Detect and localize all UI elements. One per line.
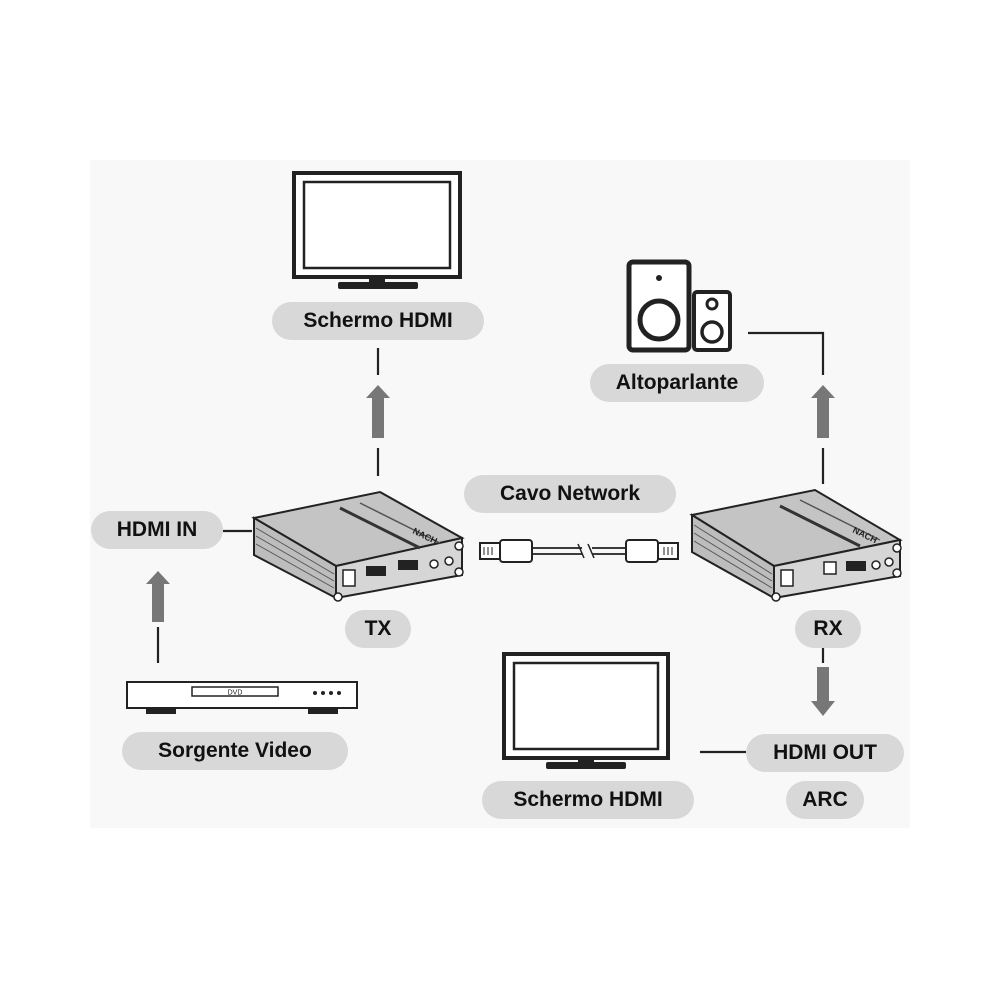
rx-device-icon: NACH — [689, 488, 903, 602]
arrow-to-hdmi-in — [146, 571, 170, 622]
tx-device-icon: NACH — [251, 490, 465, 602]
label-tx: TX — [345, 610, 411, 648]
label-top-screen: Schermo HDMI — [272, 302, 484, 340]
label-cable: Cavo Network — [464, 475, 676, 513]
label-rx: RX — [795, 610, 861, 648]
label-hdmi-out: HDMI OUT — [746, 734, 904, 772]
dvd-text: DVD — [228, 690, 243, 697]
top-monitor-icon — [292, 171, 462, 289]
label-arc: ARC — [786, 781, 864, 819]
label-speaker: Altoparlante — [590, 364, 764, 402]
arrow-to-hdmi-out — [811, 667, 835, 716]
network-cable-icon — [479, 539, 679, 563]
bottom-monitor-icon — [502, 652, 670, 769]
dvd-player-icon: DVD — [126, 681, 358, 714]
label-bottom-screen: Schermo HDMI — [482, 781, 694, 819]
arrow-to-speaker — [811, 385, 835, 438]
connector-lines — [156, 331, 825, 754]
speaker-icon — [626, 259, 732, 353]
label-source: Sorgente Video — [122, 732, 348, 770]
arrow-to-top-screen — [366, 385, 390, 438]
label-hdmi-in: HDMI IN — [91, 511, 223, 549]
